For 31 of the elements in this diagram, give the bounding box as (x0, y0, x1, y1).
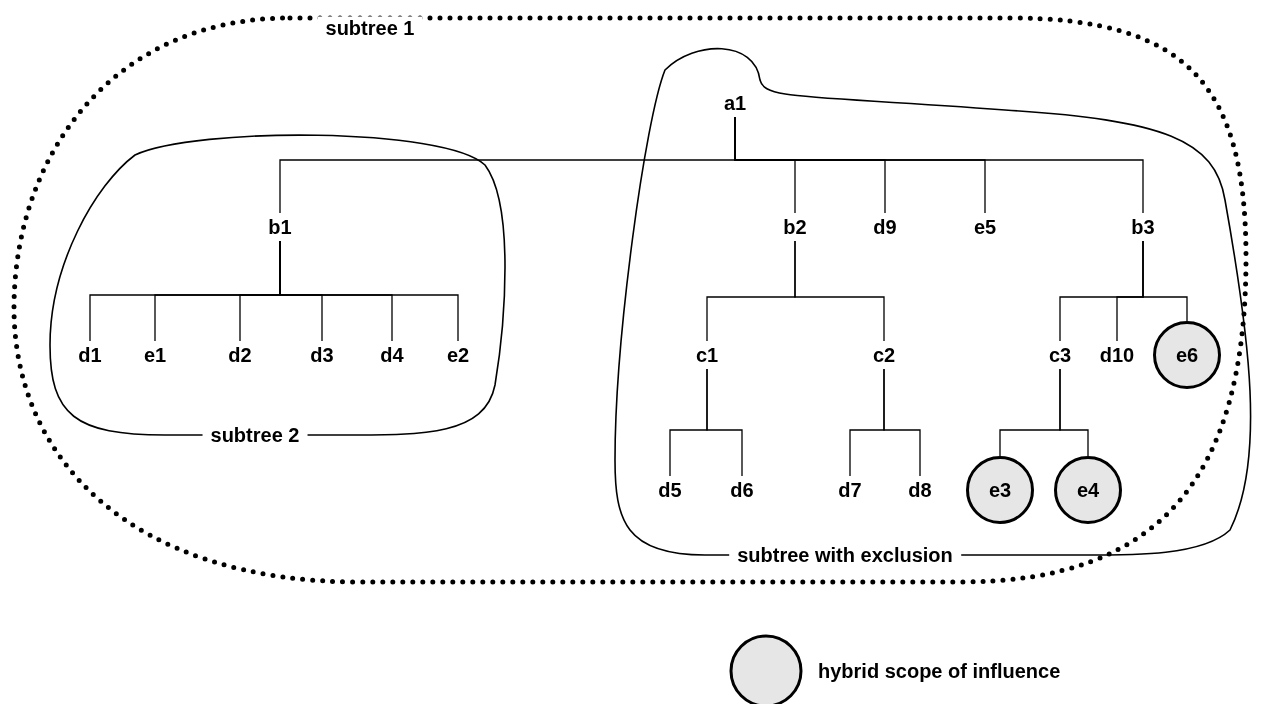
tree-node-label: e1 (130, 341, 180, 369)
tree-node-label: c2 (859, 341, 909, 369)
tree-node-label: a1 (710, 89, 760, 117)
tree-node-label: d1 (65, 341, 115, 369)
tree-connector (706, 368, 743, 477)
tree-node-label: d5 (645, 476, 695, 504)
legend-label: hybrid scope of influence (818, 659, 1061, 683)
tree-node-label: c1 (682, 341, 732, 369)
tree-node-label: e2 (433, 341, 483, 369)
highlighted-tree-node: e4 (1054, 456, 1122, 524)
tree-node-label: d8 (895, 476, 945, 504)
tree-node-label: d3 (297, 341, 347, 369)
tree-node-label: b3 (1118, 213, 1168, 241)
tree-node-label: d2 (215, 341, 265, 369)
tree-connector (794, 240, 885, 342)
tree-node-label: b2 (770, 213, 820, 241)
tree-connector (279, 240, 459, 342)
tree-connector (1059, 368, 1089, 457)
tree-node-label: d9 (860, 213, 910, 241)
tree-node-label: c3 (1035, 341, 1085, 369)
tree-connector (1142, 240, 1188, 322)
tree-node-label: d10 (1092, 341, 1142, 369)
tree-connector (734, 116, 1144, 214)
tree-node-label: e5 (960, 213, 1010, 241)
tree-connector (883, 368, 921, 477)
tree-node-label: d6 (717, 476, 767, 504)
tree-node-label: d4 (367, 341, 417, 369)
highlighted-tree-node: e6 (1153, 321, 1221, 389)
tree-node-label: b1 (255, 213, 305, 241)
highlighted-tree-node: e3 (966, 456, 1034, 524)
tree-node-label: d7 (825, 476, 875, 504)
